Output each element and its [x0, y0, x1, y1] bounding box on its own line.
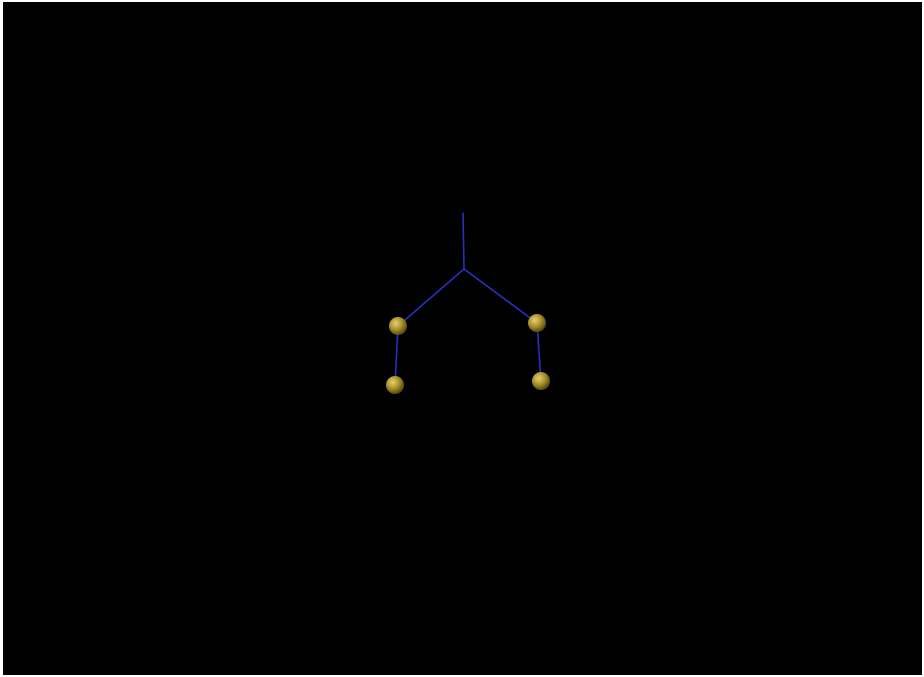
- joints-layer: [386, 314, 550, 394]
- bone-right-lower-leg: [536, 322, 542, 382]
- joint-left-knee[interactable]: [389, 317, 407, 335]
- render-window: [3, 2, 922, 675]
- bone-spine: [462, 212, 465, 270]
- bones-layer: [394, 212, 542, 386]
- bone-left-lower-leg: [394, 325, 399, 386]
- joint-right-foot[interactable]: [532, 372, 550, 390]
- joint-left-foot[interactable]: [386, 376, 404, 394]
- joint-right-knee[interactable]: [528, 314, 546, 332]
- bone-left-upper-leg: [397, 268, 465, 327]
- 3d-viewport[interactable]: [3, 2, 922, 675]
- skeleton-scene: [386, 212, 550, 394]
- bone-right-upper-leg: [463, 268, 538, 324]
